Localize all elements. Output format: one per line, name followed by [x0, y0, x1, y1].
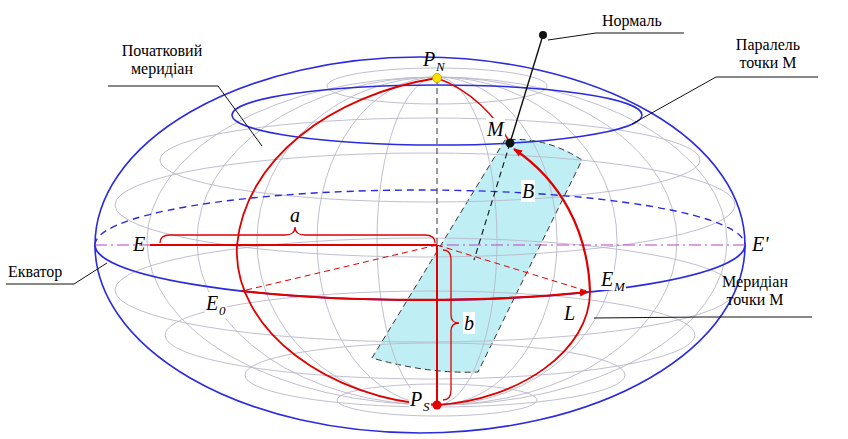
point-subscript: 0	[218, 304, 227, 318]
semi-major-axis	[150, 244, 437, 246]
point-letter: E	[133, 233, 145, 255]
south-pole-point	[433, 401, 442, 410]
longitude-arrow	[242, 291, 588, 300]
major-axis	[95, 244, 745, 245]
angle-letter: B	[521, 180, 535, 202]
point-m	[506, 139, 515, 148]
axis-letter: b	[463, 312, 475, 334]
normal-line	[510, 35, 543, 143]
meridian-m-bottom	[437, 292, 590, 405]
pole-subscript: N	[436, 60, 445, 74]
north-pole-point	[433, 74, 442, 83]
polar-axis	[437, 78, 438, 245]
point-letter: E'	[752, 233, 769, 255]
normal-line-hidden	[474, 143, 510, 260]
leader-lines	[6, 33, 818, 318]
radius-e0	[242, 245, 437, 291]
latitude-arrow	[514, 149, 590, 292]
semi-minor-axis	[436, 245, 438, 405]
equator-back	[95, 190, 745, 245]
callout-text: Екватор	[8, 263, 62, 281]
point-letter: M	[486, 118, 505, 140]
callout-text: Нормаль	[602, 12, 662, 30]
callout-text: Меридіан точки M	[703, 273, 807, 308]
angle-letter: L	[563, 302, 576, 324]
point-subscript: M	[613, 280, 626, 294]
initial-meridian	[237, 78, 437, 405]
callout-text: Початковий меридіан	[104, 42, 220, 77]
meridian-m-top	[437, 78, 510, 143]
brace-a	[160, 227, 435, 243]
ellipsoid-outline	[95, 57, 745, 433]
axis-letter: a	[289, 204, 301, 226]
normal-end-point	[539, 31, 547, 39]
brace-b	[443, 250, 459, 400]
pole-letter: P	[423, 48, 435, 70]
pole-subscript: S	[422, 400, 431, 414]
callout-text: Паралель точки M	[718, 36, 818, 71]
grid	[115, 68, 735, 416]
radius-em	[437, 245, 590, 292]
equator-front	[95, 245, 745, 300]
